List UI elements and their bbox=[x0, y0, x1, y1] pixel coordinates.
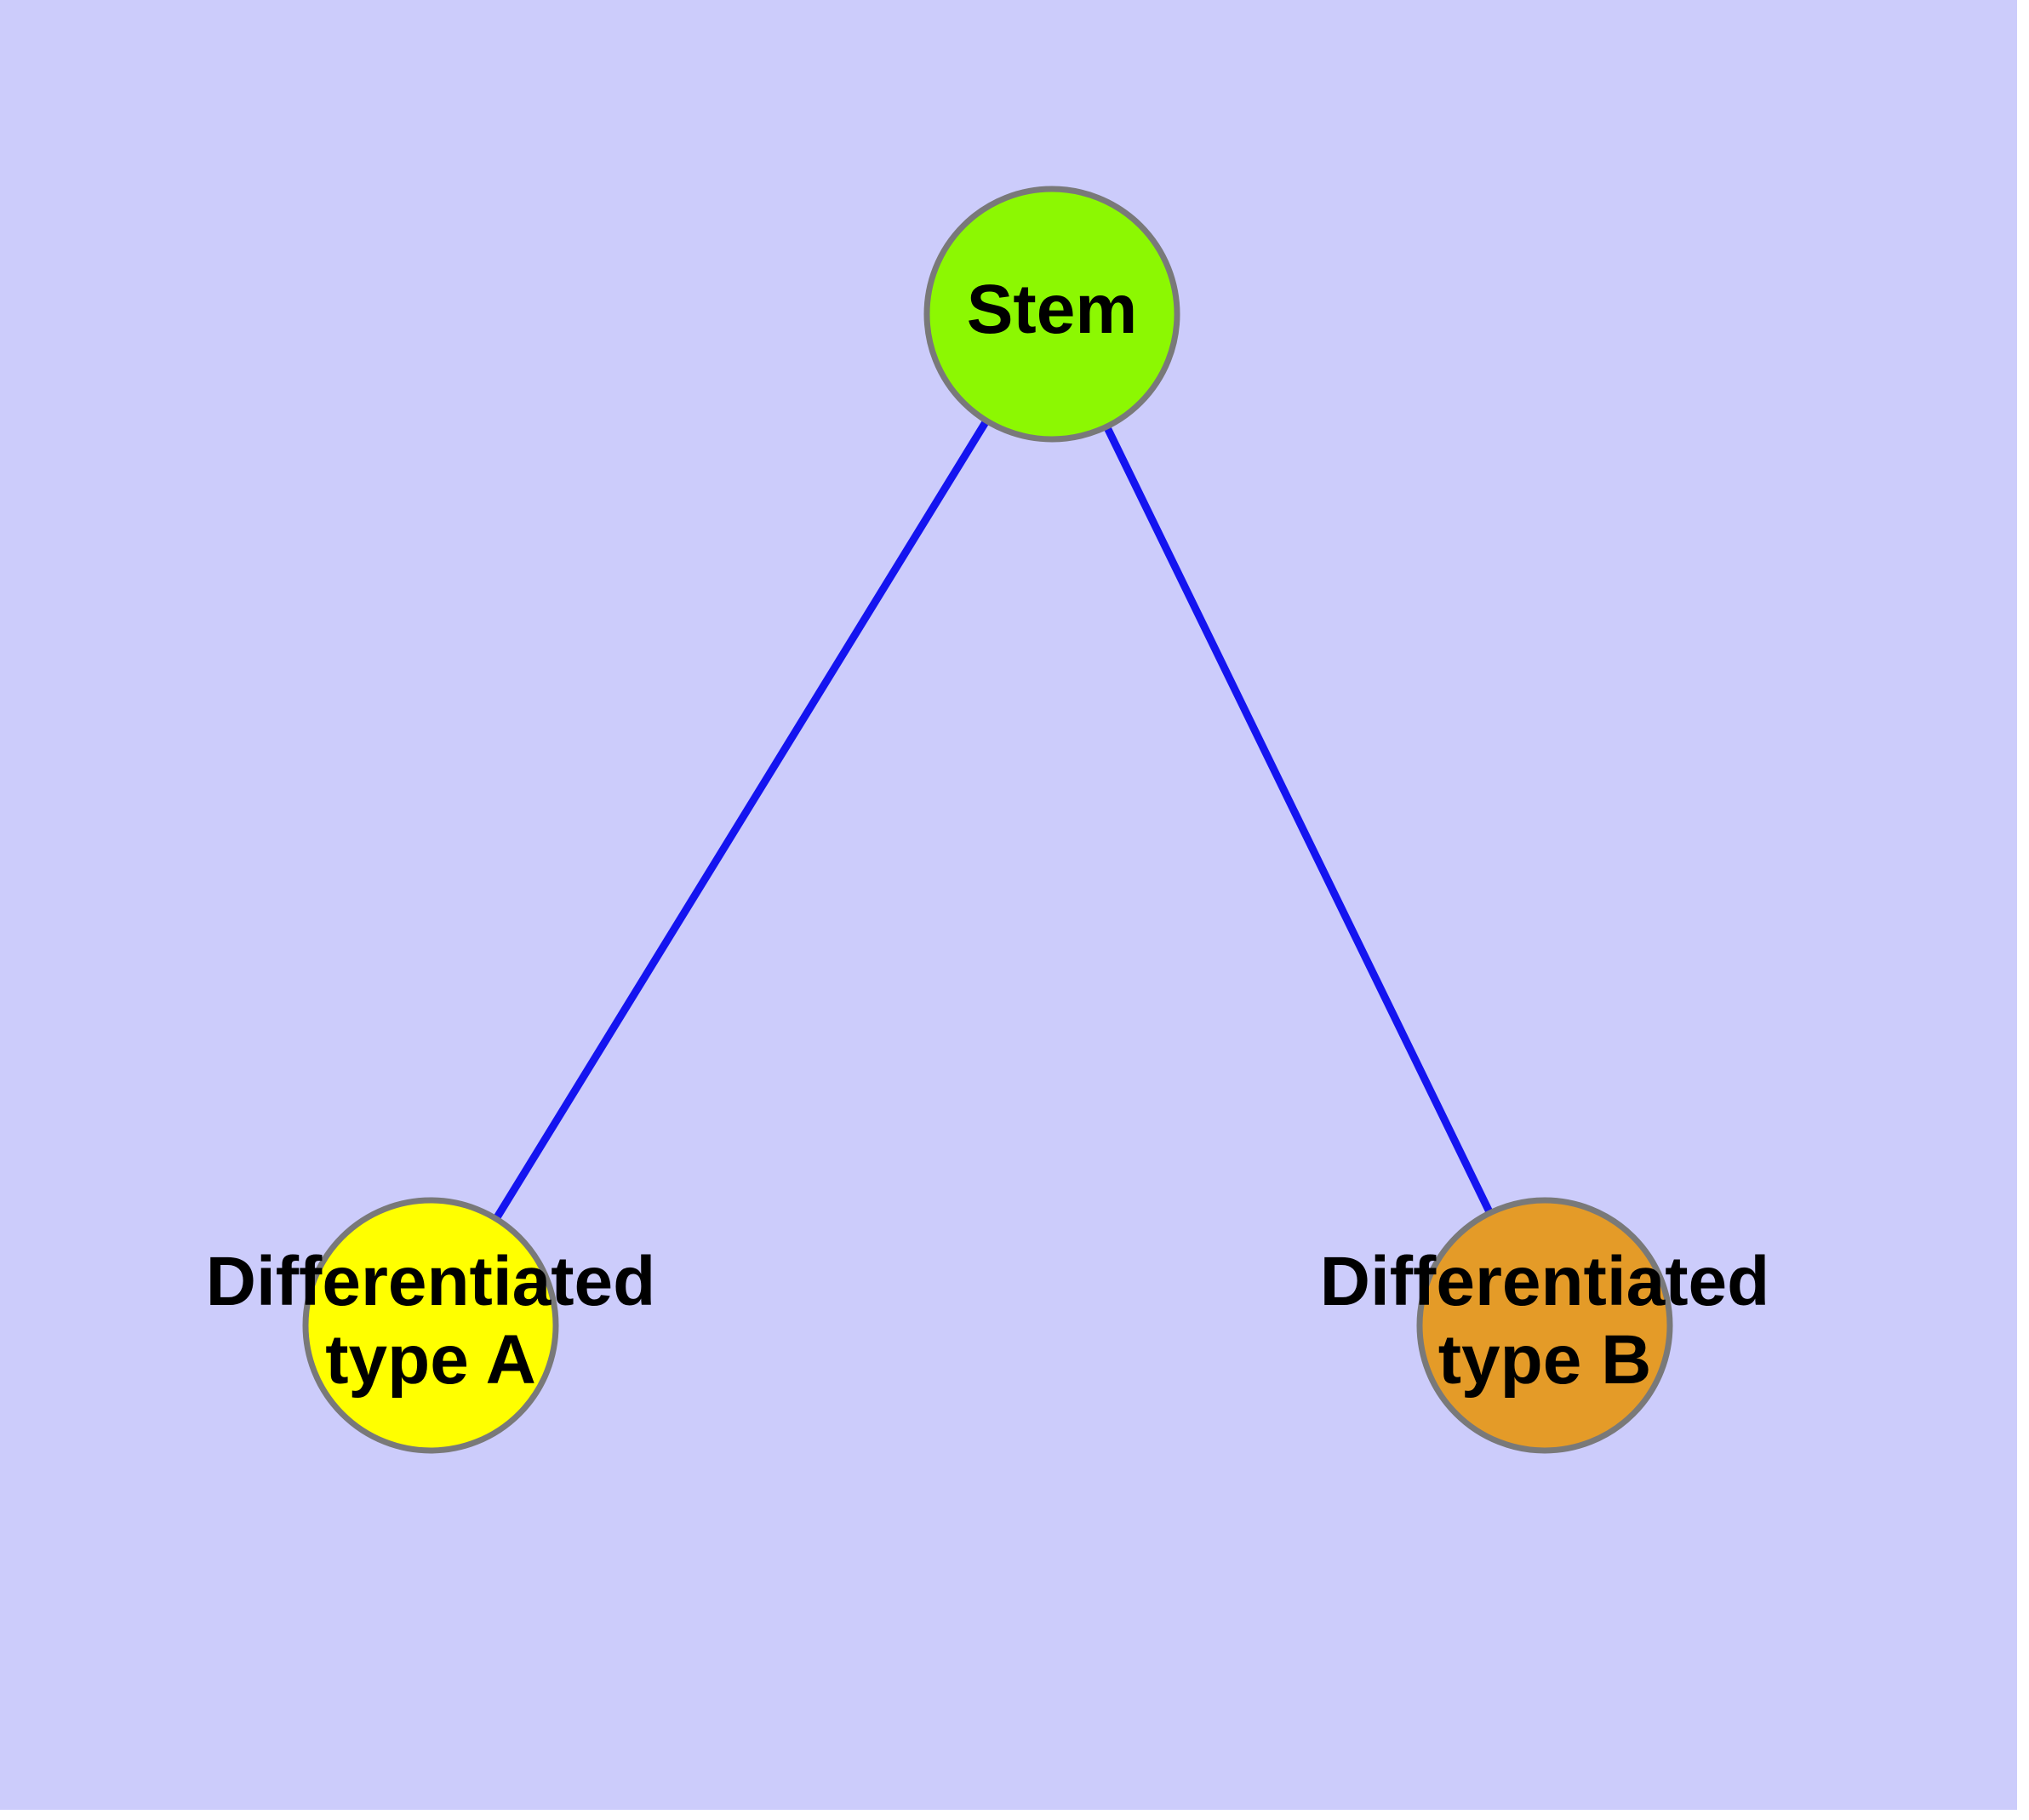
node-label-line: Differentiated bbox=[206, 1243, 656, 1320]
node-circle-diff-a[interactable] bbox=[302, 1197, 559, 1454]
graph-node-stem[interactable]: Stem bbox=[923, 186, 1180, 443]
node-label-line: type B bbox=[1438, 1321, 1652, 1399]
graph-edge-stem-to-diff-a[interactable] bbox=[493, 418, 990, 1222]
edges-layer bbox=[493, 418, 1494, 1222]
node-label-stem: Stem bbox=[967, 271, 1138, 348]
node-label-line: Stem bbox=[967, 271, 1138, 348]
node-label-line: type A bbox=[325, 1321, 536, 1399]
node-circle-diff-b[interactable] bbox=[1416, 1197, 1673, 1454]
node-circle-stem[interactable] bbox=[923, 186, 1180, 443]
node-label-line: Differentiated bbox=[1320, 1243, 1770, 1320]
graph-edge-stem-to-diff-b[interactable] bbox=[1103, 425, 1494, 1215]
